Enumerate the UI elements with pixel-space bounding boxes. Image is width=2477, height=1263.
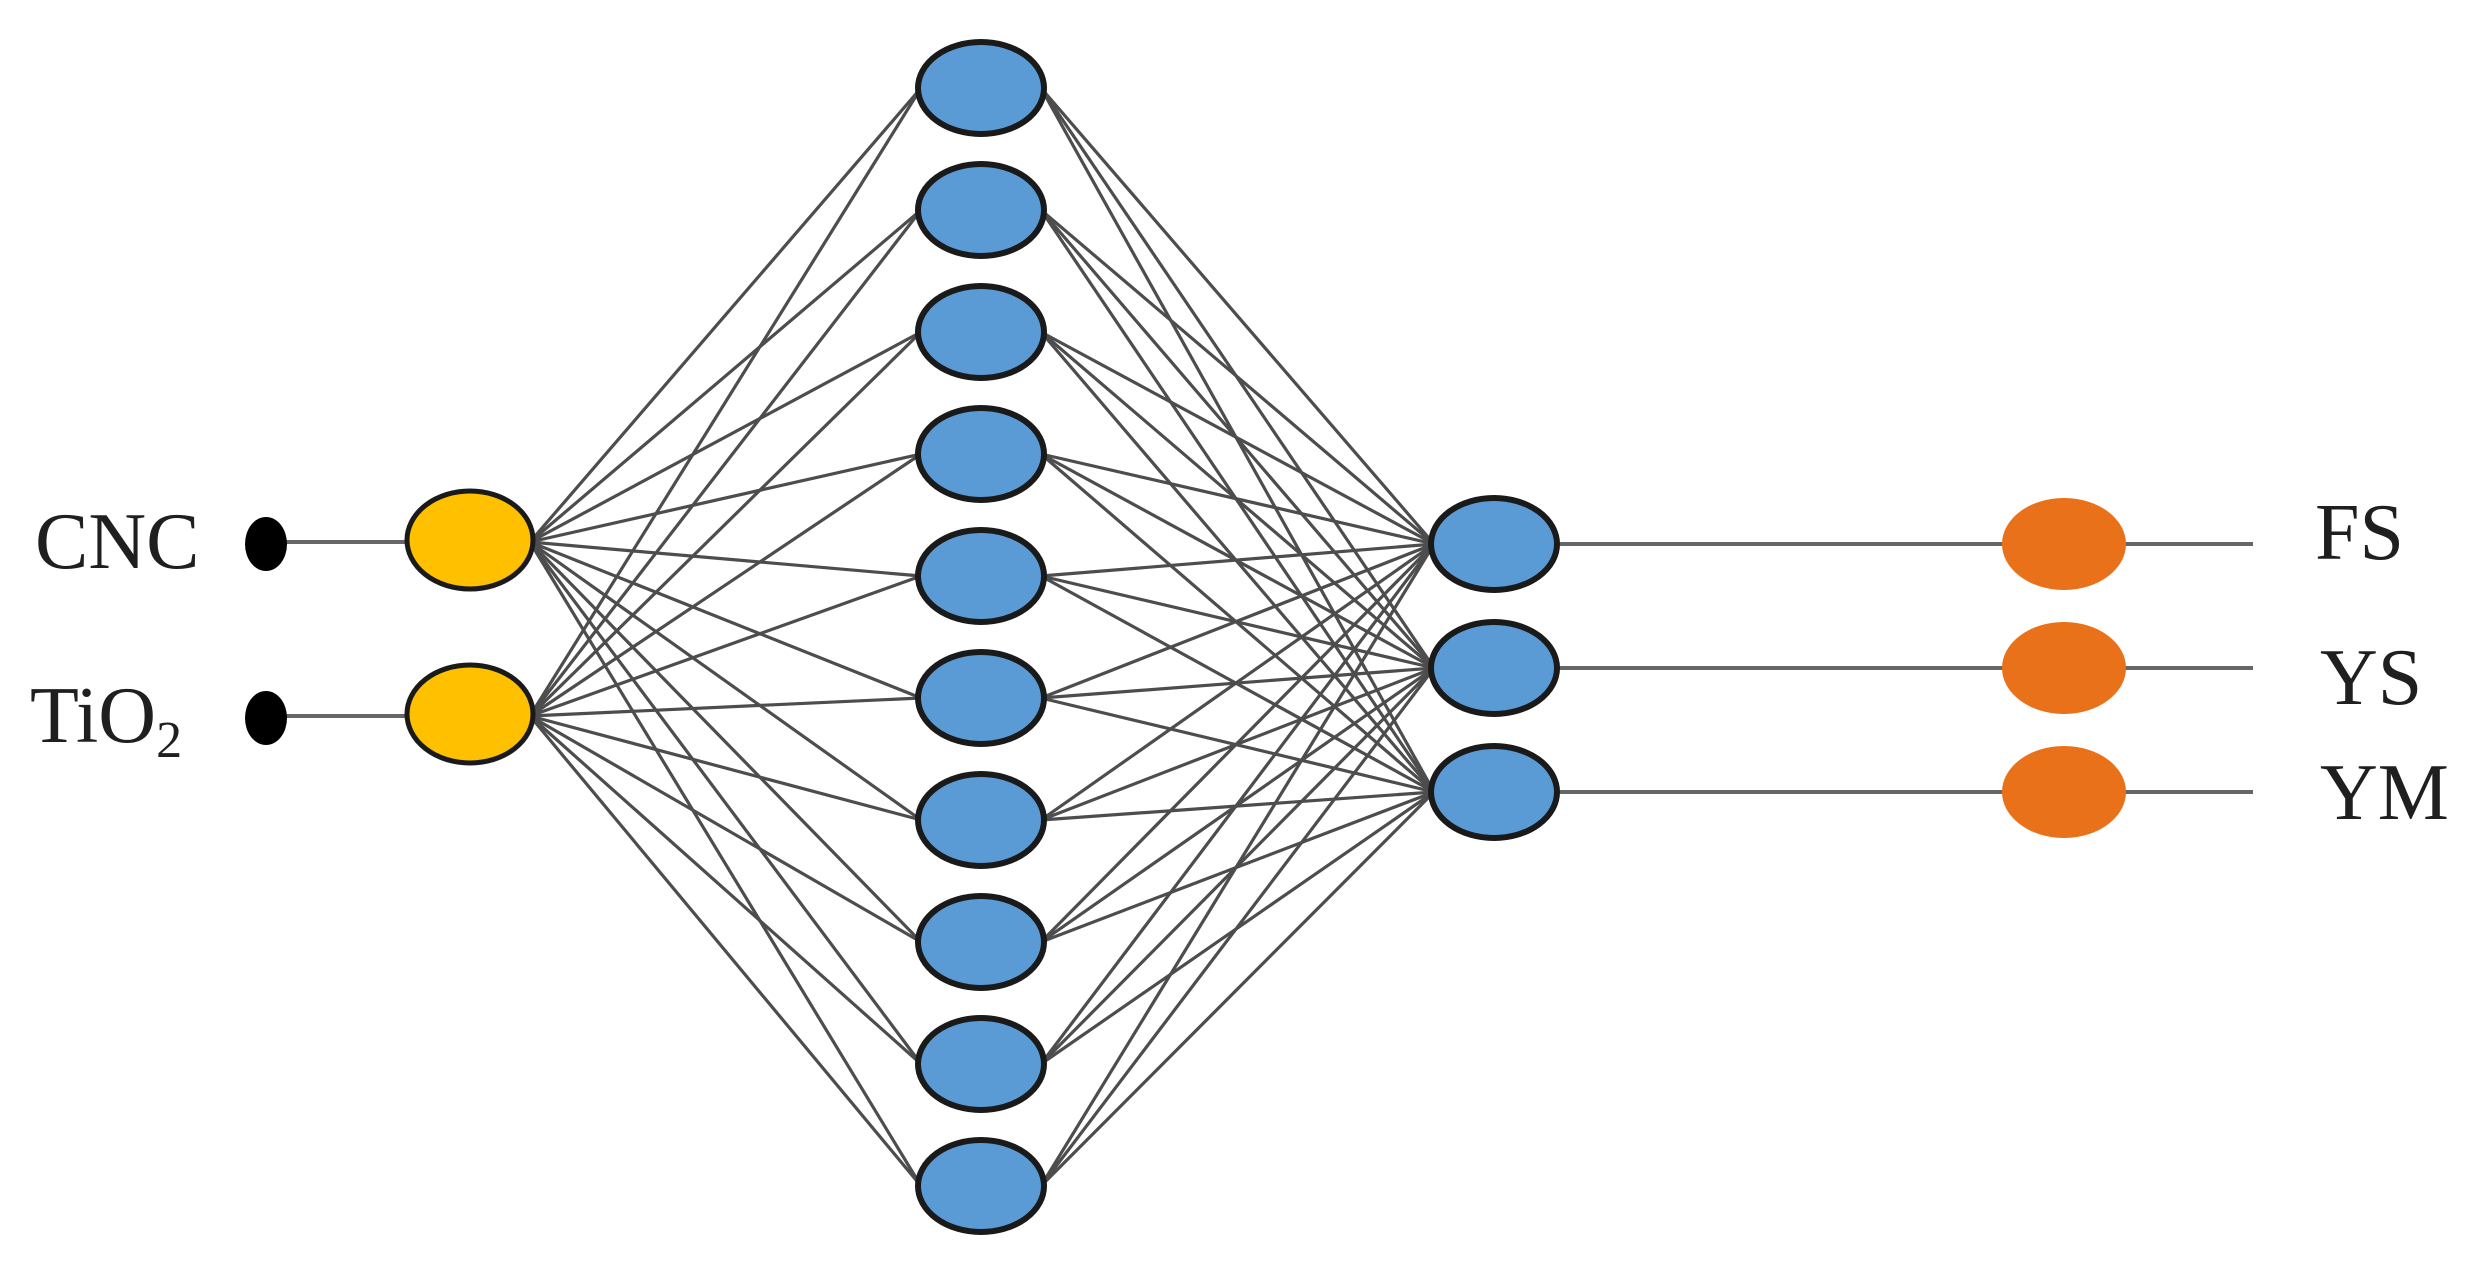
edge-hidden-hidden2 [1039,86,1436,546]
hidden-neuron [915,1137,1047,1235]
edge-input-hidden [528,540,923,944]
hidden-neuron [915,649,1047,747]
hidden-neuron [915,39,1047,137]
hidden-neuron [915,405,1047,503]
edge-input-hidden [528,209,923,717]
input-label-tio2-main: TiO [30,672,156,760]
edge-hidden-hidden2 [1040,452,1435,546]
edge-input-hidden [529,714,922,944]
hidden-neuron [915,1015,1047,1113]
edge-input-hidden [529,540,922,822]
edge-input-hidden [529,714,922,822]
output-neuron [2002,746,2126,838]
edge-input-hidden [529,574,922,718]
output-label-fs: FS [2315,489,2404,577]
edge-hidden-hidden2 [1039,543,1436,1065]
hidden-neuron [915,893,1047,991]
input-label-tio2: TiO2 [30,672,182,769]
output-neuron [2002,498,2126,590]
edge-input-hidden [528,87,923,717]
edge-input-hidden [529,540,922,700]
edge-hidden-hidden2 [1040,542,1435,700]
edge-input-hidden [528,541,923,1187]
edge-input-hidden [528,86,923,544]
hidden-neuron [915,283,1047,381]
edge-input-hidden [529,452,922,544]
edge-hidden-hidden2 [1040,330,1435,546]
edge-input-hidden [528,541,923,1065]
hidden-neuron [915,161,1047,259]
label-layer: CNC TiO2 FS YS YM [30,489,2449,837]
edge-input-hidden [528,714,923,1066]
edge-input-hidden [529,696,922,718]
edge-hidden-hidden2 [1040,542,1435,578]
input-label-tio2-subscript: 2 [156,712,182,769]
output-label-ys: YS [2320,634,2422,722]
edge-layer [285,86,2253,1188]
input-dot [245,517,287,571]
hidden-neuron [915,771,1047,869]
hidden2-neuron [1428,495,1560,593]
edge-hidden-hidden2 [1039,790,1436,1188]
edge-input-hidden [529,452,922,718]
input-label-cnc: CNC [35,498,200,586]
edge-input-hidden [528,208,923,544]
hidden-neuron [915,527,1047,625]
input-neuron [404,488,536,592]
hidden2-neuron [1428,743,1560,841]
hidden2-neuron [1428,619,1560,717]
input-neuron [404,662,536,766]
output-label-ym: YM [2320,749,2449,837]
edge-hidden-hidden2 [1040,542,1435,822]
edge-input-hidden [528,714,923,1188]
node-layer [245,39,2126,1235]
edge-input-hidden [529,330,922,544]
output-neuron [2002,622,2126,714]
edge-hidden-hidden2 [1039,542,1436,944]
edge-hidden-hidden2 [1039,667,1436,1187]
input-dot [245,691,287,745]
edge-hidden-hidden2 [1039,208,1436,546]
edge-input-hidden [528,330,923,718]
edge-hidden-hidden2 [1039,543,1436,1187]
edge-input-hidden [529,540,922,578]
